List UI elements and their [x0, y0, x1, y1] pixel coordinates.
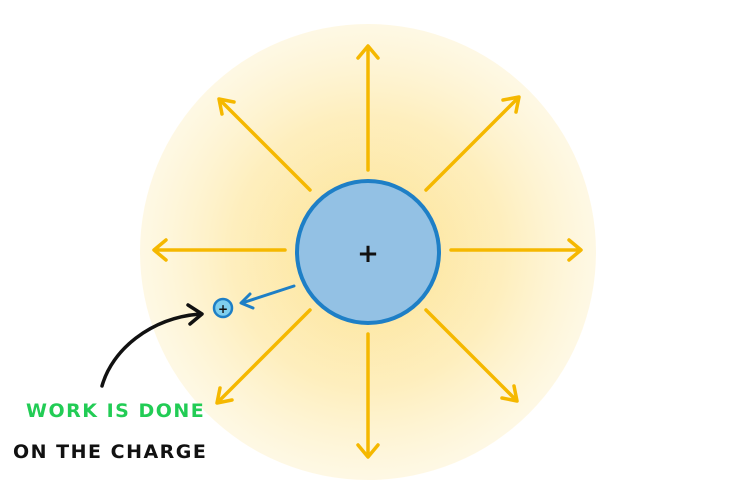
field-arrow-down — [356, 332, 380, 459]
source-charge-sphere — [295, 179, 441, 325]
source-charge-symbol: + — [357, 239, 379, 269]
field-arrow-down-right — [424, 308, 519, 403]
caption-work-is-done: WORK IS DONE — [26, 400, 206, 422]
field-arrows — [152, 44, 583, 459]
field-arrow-up-left — [217, 97, 312, 192]
caption-on-the-charge: ON THE CHARGE — [13, 441, 208, 463]
field-arrow-left — [152, 238, 287, 262]
test-charge — [212, 297, 234, 319]
curved-pointer-arrow-icon — [100, 303, 204, 388]
test-charge-symbol: + — [218, 302, 228, 316]
field-arrow-down-left — [215, 308, 312, 405]
field-arrow-right — [449, 238, 583, 262]
field-arrow-up — [356, 44, 380, 172]
field-arrow-up-right — [424, 95, 521, 192]
force-arrow-icon — [239, 284, 296, 310]
